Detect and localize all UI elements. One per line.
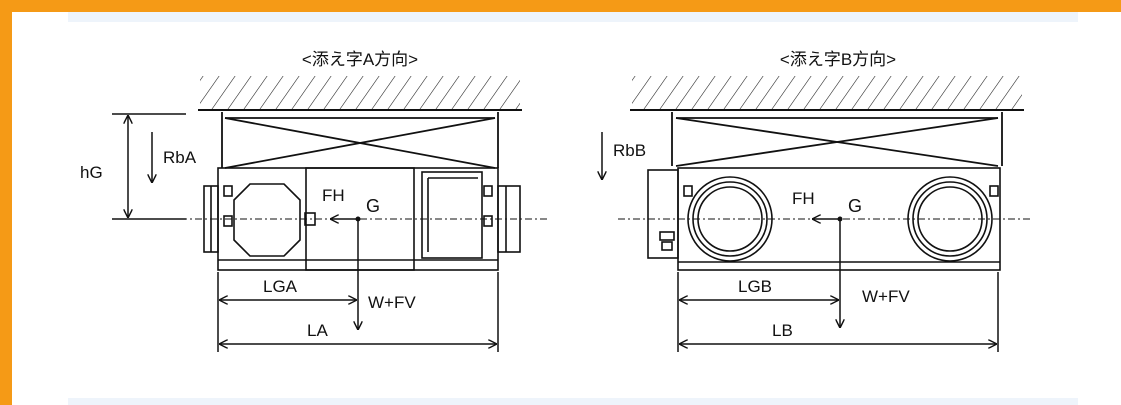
- wfv-label-b: W+FV: [862, 287, 910, 306]
- view-b: <添え字B方向>: [602, 50, 1030, 352]
- length-dimensions-b: [677, 272, 999, 352]
- header-band: [68, 12, 1078, 22]
- orange-frame-top: [0, 0, 1121, 12]
- la-label: LA: [307, 321, 328, 340]
- length-dimensions-a: [217, 272, 499, 352]
- ceiling-a: [198, 76, 522, 111]
- lb-label: LB: [772, 321, 793, 340]
- hg-dimension: [112, 113, 186, 220]
- rbb-label: RbB: [613, 141, 646, 160]
- rba-label: RbA: [163, 148, 197, 167]
- view-a-title: <添え字A方向>: [302, 50, 418, 69]
- footer-band: [68, 398, 1078, 405]
- ceiling-b: [630, 76, 1024, 111]
- hg-label: hG: [80, 163, 103, 182]
- orange-frame-left: [0, 0, 12, 405]
- g-label-a: G: [366, 196, 380, 216]
- lga-label: LGA: [263, 277, 298, 296]
- wfv-label-a: W+FV: [368, 293, 416, 312]
- fh-label-a: FH: [322, 186, 345, 205]
- gravity-center-b: [837, 216, 843, 222]
- view-b-title: <添え字B方向>: [780, 50, 896, 69]
- hanger-frame-b: [671, 112, 1003, 167]
- fh-label-b: FH: [792, 189, 815, 208]
- view-a: <添え字A方向>: [80, 50, 550, 352]
- gravity-center-a: [355, 216, 361, 222]
- g-label-b: G: [848, 196, 862, 216]
- lgb-label: LGB: [738, 277, 772, 296]
- hanger-frame-a: [221, 112, 499, 169]
